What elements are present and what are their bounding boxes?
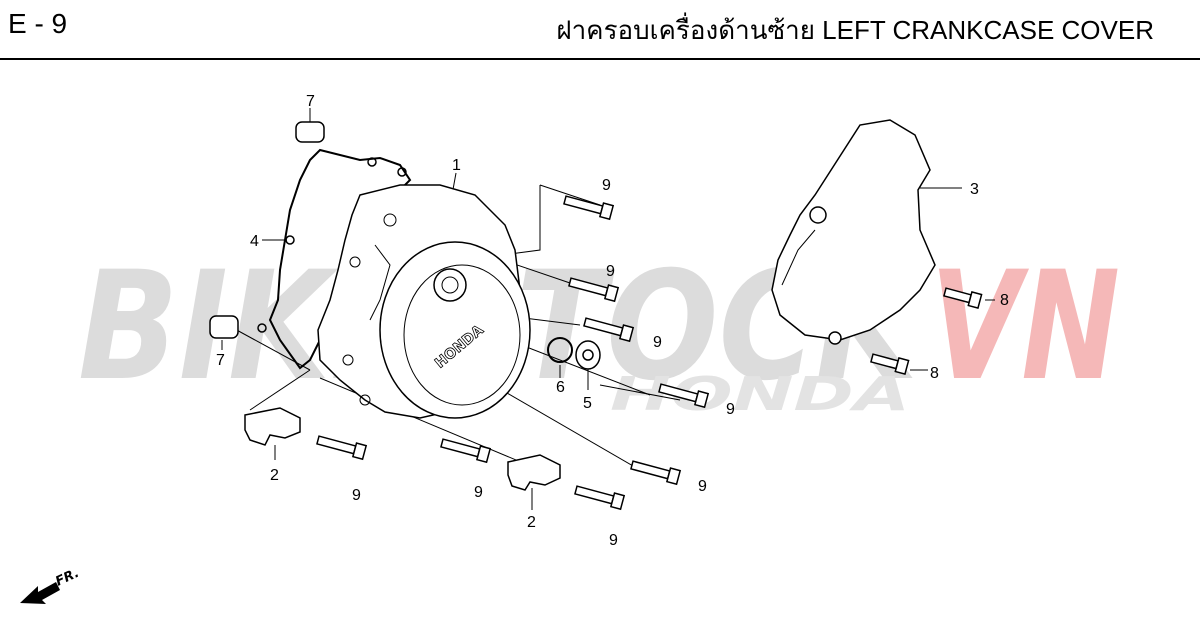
- callout-3: 3: [970, 181, 979, 198]
- page-header: E - 9 ฝาครอบเครื่องด้านซ้าย LEFT CRANKCA…: [0, 0, 1200, 60]
- callout-7: 7: [306, 93, 315, 110]
- callout-9: 9: [352, 487, 361, 504]
- callout-8: 8: [1000, 292, 1009, 309]
- flange-bolts: [316, 195, 983, 511]
- callout-9: 9: [606, 263, 615, 280]
- callout-2: 2: [270, 467, 279, 484]
- callout-8: 8: [930, 365, 939, 382]
- watermark-text-red: VN: [930, 240, 1120, 414]
- sprocket-cover: [771, 119, 936, 345]
- callout-4: 4: [250, 233, 259, 250]
- callout-9: 9: [698, 478, 707, 495]
- filler-cap: [575, 340, 601, 370]
- callout-9: 9: [609, 532, 618, 549]
- left-crankcase-cover: HONDA: [317, 184, 531, 419]
- callout-5: 5: [583, 395, 592, 412]
- callout-7: 7: [216, 352, 225, 369]
- callout-9: 9: [474, 484, 483, 501]
- front-direction-label: FR.: [53, 566, 81, 590]
- watermark-brand: HONDA: [610, 367, 910, 421]
- callout-9: 9: [653, 334, 662, 351]
- page-title: ฝาครอบเครื่องด้านซ้าย LEFT CRANKCASE COV…: [556, 15, 1154, 45]
- callout-9: 9: [602, 177, 611, 194]
- cable-clamp: [244, 407, 561, 491]
- front-direction-arrow: FR.: [20, 566, 82, 604]
- callout-1: 1: [452, 157, 461, 174]
- dowel-pin: [209, 121, 325, 339]
- o-ring: [547, 337, 573, 363]
- exploded-parts-diagram: BIKESTOCK VN HONDA: [20, 93, 1120, 604]
- callout-9: 9: [726, 401, 735, 418]
- callout-6: 6: [556, 379, 565, 396]
- part-callouts: 1 2 2 3 4 5 6 7 7 8 8 9 9 9 9 9 9 9 9 9: [216, 93, 1009, 549]
- page-code: E - 9: [8, 8, 68, 39]
- callout-2: 2: [527, 514, 536, 531]
